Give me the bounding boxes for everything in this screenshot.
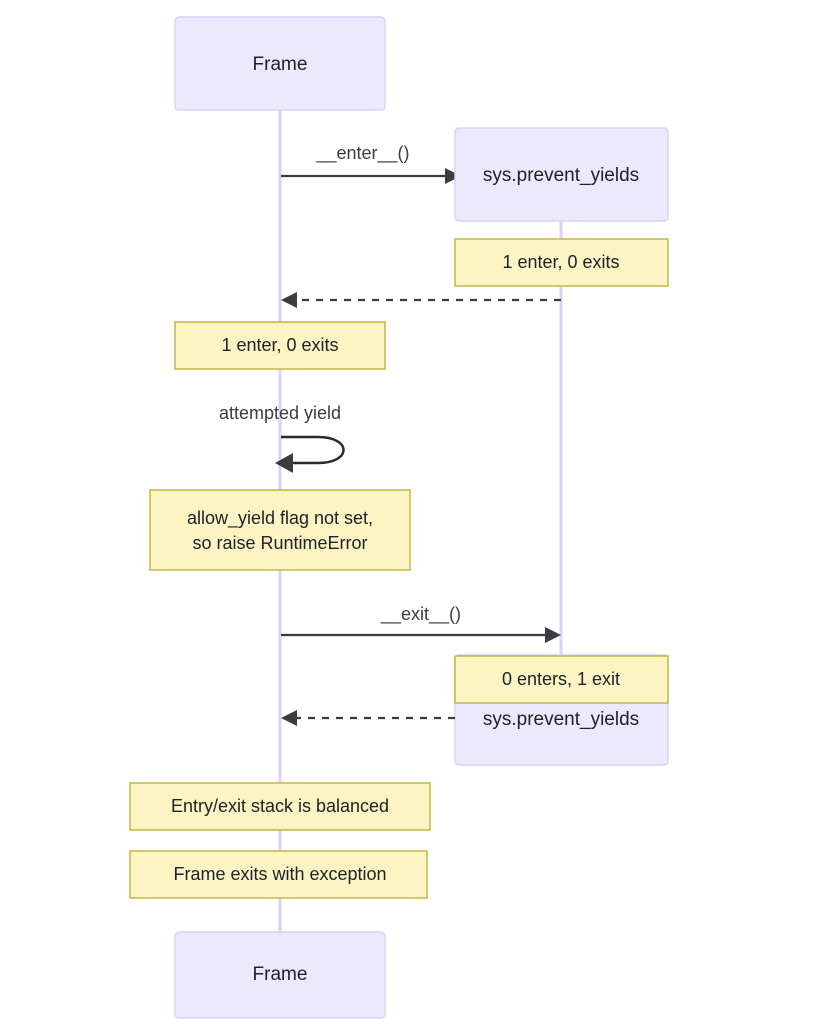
- message-label-enter: __enter__(): [315, 143, 409, 164]
- note-line: 1 enter, 0 exits: [502, 252, 619, 272]
- arrowhead-right-icon: [445, 168, 461, 184]
- message-return-exit[interactable]: [281, 710, 455, 726]
- note-sys-exit-count: 0 enters, 1 exit: [454, 655, 669, 704]
- note-box: [129, 850, 428, 899]
- note-line: 0 enters, 1 exit: [502, 669, 620, 689]
- participant-bottom-frame[interactable]: Frame: [174, 931, 386, 1019]
- participant-label: sys.prevent_yields: [483, 165, 639, 186]
- participant-box: [454, 127, 669, 222]
- note-box: [454, 238, 669, 287]
- message-label-exit: __exit__(): [380, 604, 461, 625]
- participant-label: Frame: [253, 964, 308, 985]
- participant-label: Frame: [253, 54, 308, 75]
- note-frame-runtime-error: allow_yield flag not set, so raise Runti…: [149, 489, 411, 571]
- note-box: [129, 782, 431, 831]
- note-line: so raise RuntimeError: [192, 533, 367, 553]
- participant-top-frame[interactable]: Frame: [174, 16, 386, 111]
- message-attempted-yield[interactable]: attempted yield: [219, 403, 345, 473]
- note-box: [174, 321, 386, 370]
- note-line: 1 enter, 0 exits: [221, 335, 338, 355]
- participant-box: [174, 931, 386, 1019]
- participant-label: sys.prevent_yields: [483, 709, 639, 730]
- note-line: allow_yield flag not set,: [187, 508, 373, 529]
- self-loop-path: [281, 435, 345, 465]
- note-frame-exits-exception: Frame exits with exception: [129, 850, 428, 899]
- participant-top-sys-prevent-yields[interactable]: sys.prevent_yields: [454, 127, 669, 222]
- message-return-enter[interactable]: [281, 292, 561, 308]
- arrowhead-left-icon: [275, 453, 293, 473]
- arrowhead-left-icon: [281, 710, 297, 726]
- participant-box: [174, 16, 386, 111]
- arrowhead-left-icon: [281, 292, 297, 308]
- note-box: [149, 489, 411, 571]
- message-exit[interactable]: __exit__(): [281, 604, 561, 643]
- note-box: [454, 655, 669, 704]
- arrowhead-right-icon: [545, 627, 561, 643]
- note-line: Entry/exit stack is balanced: [171, 796, 389, 816]
- note-sys-enter-count: 1 enter, 0 exits: [454, 238, 669, 287]
- note-line: Frame exits with exception: [173, 864, 386, 884]
- note-frame-enter-count: 1 enter, 0 exits: [174, 321, 386, 370]
- message-label-attempted-yield: attempted yield: [219, 403, 341, 423]
- message-enter[interactable]: __enter__(): [281, 143, 461, 184]
- note-frame-stack-balanced: Entry/exit stack is balanced: [129, 782, 431, 831]
